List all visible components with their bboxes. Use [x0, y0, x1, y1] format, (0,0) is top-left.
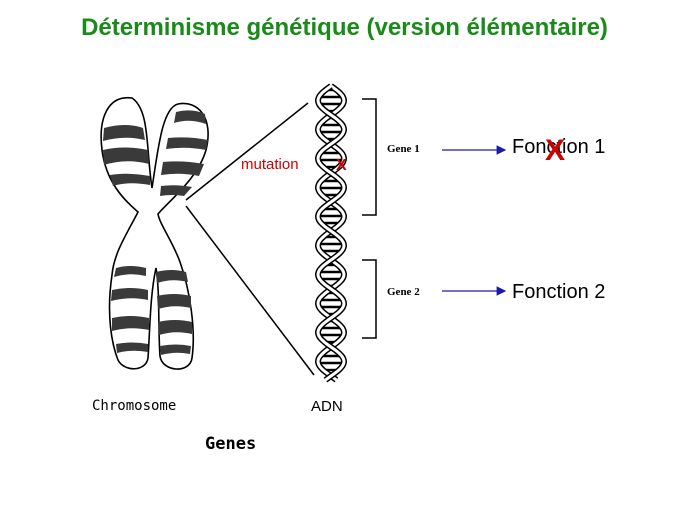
- band: [111, 288, 148, 301]
- band: [158, 320, 192, 335]
- band: [156, 270, 188, 283]
- helix-strand: [316, 84, 346, 382]
- fonction1-label: Fonction 1: [512, 136, 606, 158]
- band: [103, 125, 145, 141]
- genes-label: Genes: [205, 434, 257, 454]
- gene1-label: Gene 1: [387, 143, 420, 155]
- band: [161, 161, 204, 176]
- band: [103, 147, 149, 165]
- band: [110, 173, 150, 186]
- page-title: Déterminisme génétique (version élémenta…: [81, 14, 608, 41]
- zoom-line-top: [185, 102, 309, 201]
- helix-strand: [316, 84, 346, 382]
- fonction2-label: Fonction 2: [512, 281, 606, 303]
- fonction1-cross-icon: X: [545, 134, 566, 167]
- band: [157, 294, 191, 309]
- gene2-bracket: [362, 259, 377, 339]
- mutation-mark-icon: X: [336, 157, 347, 174]
- band: [112, 316, 149, 331]
- chromosome-label: Chromosome: [92, 398, 177, 414]
- mutation-label: mutation: [241, 156, 299, 173]
- dna-helix-icon: [314, 83, 348, 383]
- band: [116, 342, 148, 353]
- band: [160, 344, 191, 355]
- adn-label: ADN: [311, 398, 343, 415]
- gene1-bracket: [362, 98, 377, 216]
- band: [174, 110, 206, 124]
- zoom-line-bottom: [185, 205, 315, 376]
- band: [166, 137, 208, 150]
- gene2-label: Gene 2: [387, 286, 420, 298]
- band: [114, 266, 146, 277]
- band: [160, 185, 192, 196]
- chromosome-bands: [103, 110, 208, 355]
